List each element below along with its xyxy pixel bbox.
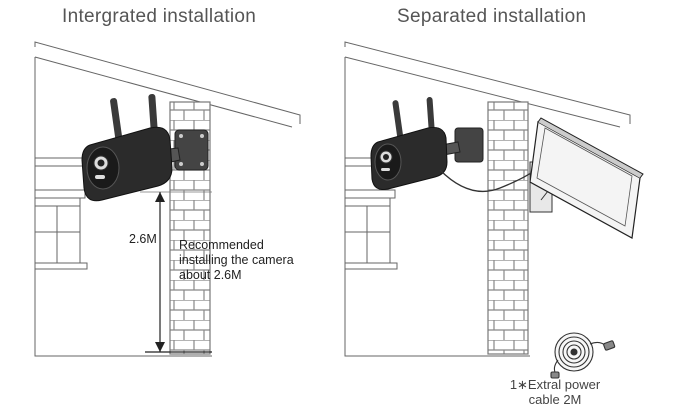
cable-label: 1∗Extral power cable 2M [500,377,610,407]
right-panel-title: Separated installation [397,6,587,27]
power-cable [439,169,536,192]
wall-outline [34,57,212,357]
cable-label-line: cable 2M [528,392,582,407]
brick-column-right [487,101,529,355]
wall-outline [344,57,530,357]
height-dimension [140,191,212,353]
left-scene [34,41,301,357]
recommendation-line: installing the camera [179,253,294,267]
roof-line [34,41,301,124]
cable-label-line: 1∗Extral power [509,377,601,392]
recommendation-line: Recommended [179,238,264,252]
recommendation-note: Recommended installing the camera about … [179,238,329,283]
cable-coil-icon [550,332,616,379]
solar-panel-icon [529,117,644,239]
left-panel-title: Intergrated installation [62,6,257,27]
height-label: 2.6M [129,232,157,246]
camera-icon [370,97,484,190]
recommendation-line: about 2.6M [179,268,242,282]
camera-icon [81,93,209,202]
roof-line [344,41,631,124]
